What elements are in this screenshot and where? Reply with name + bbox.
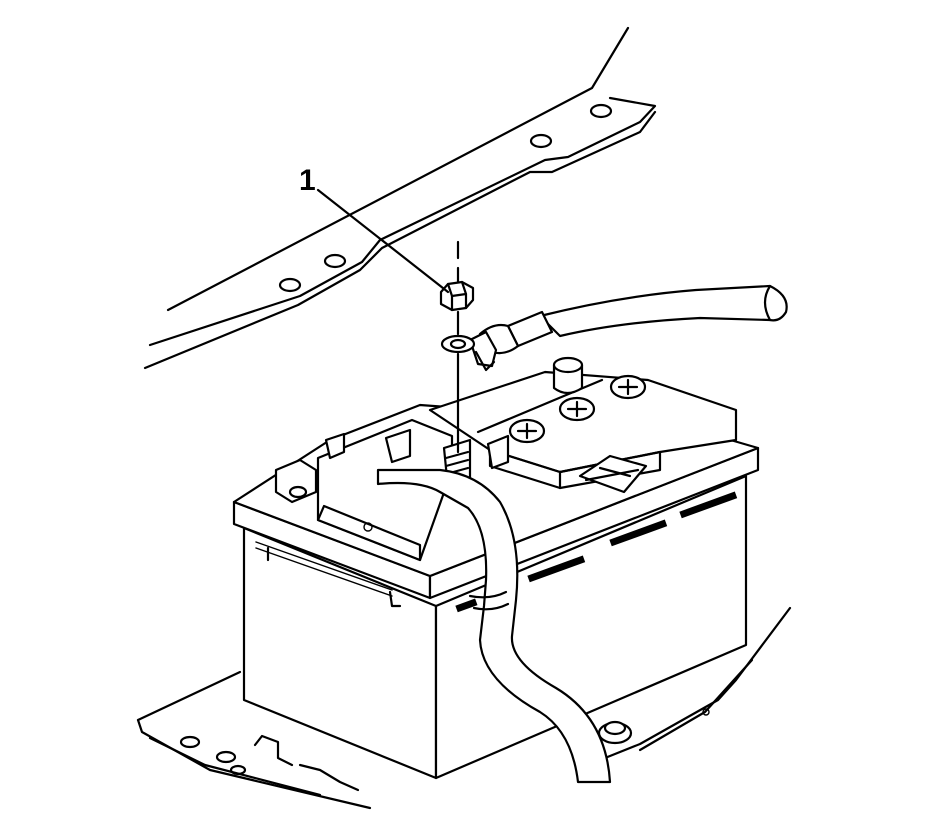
cell-cap [508,418,546,444]
callout-number-1: 1 [299,164,316,197]
battery-cable-upper [506,284,788,348]
tray-bolt [597,720,633,745]
battery-terminal-nut [439,280,475,312]
battery-cable-terminal [440,323,520,372]
battery-cable [376,468,612,784]
cell-cap [609,374,647,400]
battery [232,356,760,780]
callout-leader-line [316,188,450,294]
cell-cap [558,396,596,422]
battery-tray [136,606,792,810]
vehicle-frame-rail [143,26,657,370]
